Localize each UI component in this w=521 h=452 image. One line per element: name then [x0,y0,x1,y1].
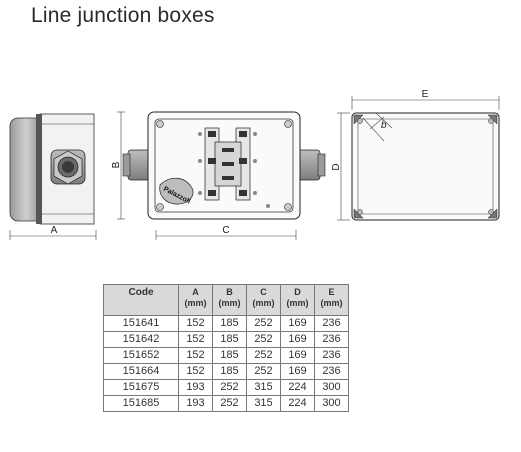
dimension-label-d: D [331,163,342,170]
cell-c: 252 [246,347,281,364]
column-header-a: A(mm) [178,284,213,316]
cell-b: 185 [212,315,247,332]
box-view: b E D [331,89,500,221]
table-row: 151675 193 252 315 224 300 [103,379,349,396]
cell-code: 151642 [103,331,179,348]
cell-a: 152 [178,363,213,380]
cell-b: 185 [212,347,247,364]
cell-e: 300 [314,395,349,412]
cell-d: 169 [280,315,315,332]
cell-e: 236 [314,363,349,380]
technical-drawing: A [9,89,500,240]
cell-c: 252 [246,331,281,348]
cell-e: 300 [314,379,349,396]
table-row: 151652 152 185 252 169 236 [103,347,349,364]
cell-c: 315 [246,379,281,396]
cell-a: 193 [178,395,213,412]
cell-code: 151641 [103,315,179,332]
column-header-d: D(mm) [280,284,315,316]
page-title: Line junction boxes [31,4,215,27]
column-header-code: Code [103,284,179,316]
side-view: A [9,113,97,240]
cell-e: 236 [314,315,349,332]
cell-code: 151675 [103,379,179,396]
cell-c: 252 [246,315,281,332]
table-row: 151642 152 185 252 169 236 [103,331,349,348]
cell-c: 315 [246,395,281,412]
cell-d: 224 [280,395,315,412]
dimension-label-a: A [51,225,58,236]
cell-code: 151652 [103,347,179,364]
cell-d: 224 [280,379,315,396]
cell-e: 236 [314,347,349,364]
dimension-label-b: B [111,161,122,168]
cell-b: 252 [212,379,247,396]
dimension-label-c: C [222,225,229,236]
cell-b: 252 [212,395,247,412]
cell-code: 151685 [103,395,179,412]
cell-d: 169 [280,363,315,380]
cell-b: 185 [212,363,247,380]
front-view: Palazzoli B C [111,111,326,240]
column-header-b: B(mm) [212,284,247,316]
column-header-c: C(mm) [246,284,281,316]
cell-code: 151664 [103,363,179,380]
table-header-row: Code A(mm) B(mm) C(mm) D(mm) E(mm) [103,284,349,316]
dimension-label-b-small: b [381,120,387,131]
cell-a: 152 [178,315,213,332]
table-row: 151664 152 185 252 169 236 [103,363,349,380]
cell-d: 169 [280,331,315,348]
cell-a: 152 [178,347,213,364]
table-row: 151641 152 185 252 169 236 [103,315,349,332]
dimension-label-e: E [422,89,429,100]
cell-e: 236 [314,331,349,348]
cell-d: 169 [280,347,315,364]
table-row: 151685 193 252 315 224 300 [103,395,349,412]
column-header-e: E(mm) [314,284,349,316]
dimensions-table: Code A(mm) B(mm) C(mm) D(mm) E(mm) 15164… [103,284,349,412]
cell-a: 152 [178,331,213,348]
cell-a: 193 [178,379,213,396]
cell-b: 185 [212,331,247,348]
cell-c: 252 [246,363,281,380]
